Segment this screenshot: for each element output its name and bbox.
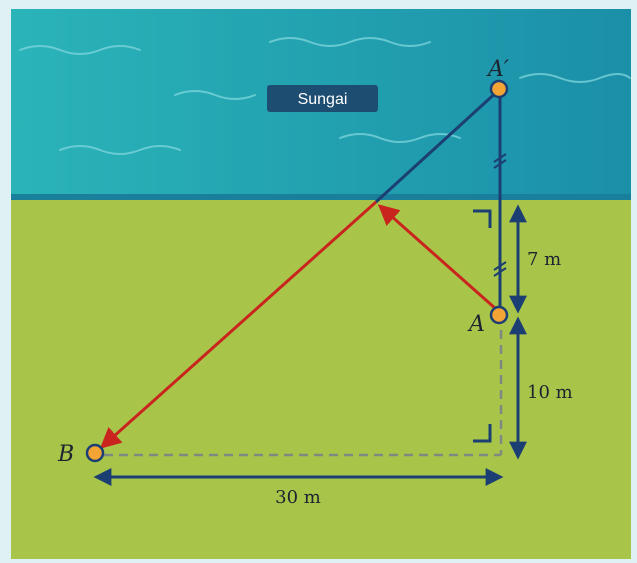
wave-4 <box>519 73 631 83</box>
wave-6 <box>339 133 461 143</box>
right-angle-marker-bank <box>473 209 492 228</box>
path-a-to-bank-arrow <box>377 204 497 311</box>
wave-1 <box>19 45 141 55</box>
river-label: Sungai <box>298 91 348 108</box>
point-a-prime <box>489 79 509 99</box>
river-label-badge <box>267 85 378 112</box>
distance-a-to-river: 7 m <box>527 249 561 270</box>
wave-2 <box>269 37 431 47</box>
label-a: A <box>467 312 485 337</box>
right-angle-marker-corner <box>473 424 492 443</box>
river-bank-edge <box>11 194 631 200</box>
point-a <box>489 305 509 325</box>
line-a-prime-to-bank <box>374 87 502 204</box>
river-waves <box>19 37 631 155</box>
grass-area <box>11 200 631 559</box>
equal-tick-lower <box>493 261 507 277</box>
label-a-prime: A′ <box>486 57 509 82</box>
point-b <box>85 443 105 463</box>
wave-5 <box>59 145 181 155</box>
label-b: B <box>57 442 74 467</box>
distance-a-to-b-line: 10 m <box>527 382 573 403</box>
distance-horizontal: 30 m <box>275 487 321 508</box>
equal-tick-upper <box>493 153 507 169</box>
path-bank-to-b-arrow <box>99 200 377 449</box>
wave-3 <box>174 90 256 100</box>
